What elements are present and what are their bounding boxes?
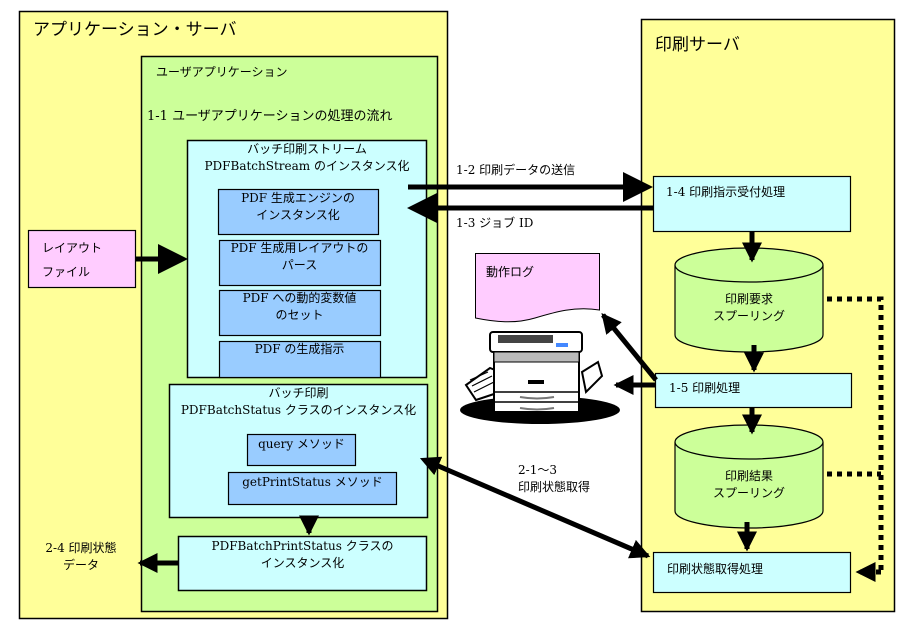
dotted-line-request-spool <box>827 296 884 572</box>
get-status-line2: 印刷状態取得 <box>518 480 591 494</box>
get-status-line1: 2-1～3 <box>518 463 557 477</box>
app-server-title: アプリケーション・サーバ <box>33 20 237 40</box>
step-3-line2: のセット <box>275 308 324 322</box>
operation-log-document <box>475 253 600 323</box>
arrow-print-to-log <box>601 313 658 382</box>
status-data-line2: データ <box>62 558 99 572</box>
arrow-get-print-status <box>419 456 651 559</box>
user-app-title: ユーザアプリケーション <box>156 65 288 79</box>
step-2-line2: パース <box>281 258 318 272</box>
batch-print-status-box <box>177 535 428 592</box>
result-spool-line1: 印刷結果 <box>724 469 773 483</box>
layout-file-box <box>27 229 137 289</box>
step-4-line1: PDF の生成指示 <box>254 342 345 356</box>
result-spool-label: 印刷結果 スプーリング <box>675 468 823 502</box>
request-spool-line2: スプーリング <box>712 309 785 323</box>
status-data-label: 2-4 印刷状態 データ <box>36 540 126 574</box>
print-server-title: 印刷サーバ <box>655 35 740 55</box>
step-box-4 <box>218 340 382 379</box>
layout-file-line2: ファイル <box>42 265 91 279</box>
layout-file-label: レイアウト ファイル <box>42 236 102 284</box>
step-3-line1: PDF への動的変数値 <box>242 291 357 305</box>
operation-log-label: 動作ログ <box>486 265 535 279</box>
step-1-line2: インスタンス化 <box>256 208 340 222</box>
batch-print-status-label: PDFBatchPrintStatus クラスの インスタンス化 <box>178 538 427 572</box>
batch-stream-line1: バッチ印刷ストリーム <box>247 142 367 156</box>
batch-status-line2: PDFBatchStatus クラスのインスタンス化 <box>180 403 417 417</box>
getprintstatus-method-label: getPrintStatus メソッド <box>242 475 383 489</box>
status-data-line1: 2-4 印刷状態 <box>45 541 117 555</box>
batch-status-line1: バッチ印刷 <box>268 386 329 400</box>
step-1-label: PDF 生成エンジンの インスタンス化 <box>218 190 378 224</box>
printer-icon <box>460 331 620 424</box>
print-process-box <box>654 372 853 409</box>
batch-status-title: バッチ印刷 PDFBatchStatus クラスのインスタンス化 <box>169 385 428 419</box>
status-process-box <box>652 551 852 594</box>
flow-label: 1-1 ユーザアプリケーションの処理の流れ <box>147 109 393 124</box>
batch-print-status-line1: PDFBatchPrintStatus クラスの <box>211 539 394 553</box>
step-3-label: PDF への動的変数値 のセット <box>219 290 380 324</box>
getprintstatus-method-box <box>227 471 398 506</box>
batch-print-status-line2: インスタンス化 <box>260 556 345 570</box>
result-spool-cylinder <box>674 424 824 529</box>
accept-process-label: 1-4 印刷指示受付処理 <box>666 185 786 199</box>
request-spool-line1: 印刷要求 <box>724 292 773 306</box>
step-4-label: PDF の生成指示 <box>219 341 380 358</box>
result-spool-line2: スプーリング <box>712 486 785 500</box>
layout-file-line1: レイアウト <box>42 241 103 255</box>
step-box-3 <box>218 289 382 337</box>
step-box-1 <box>217 188 380 236</box>
batch-stream-title: バッチ印刷ストリーム PDFBatchStream のインスタンス化 <box>187 141 427 175</box>
get-status-label: 2-1～3 印刷状態取得 <box>518 462 590 496</box>
send-print-data-label: 1-2 印刷データの送信 <box>456 163 576 177</box>
job-id-label: 1-3 ジョブ ID <box>456 216 534 230</box>
batch-stream-line2: PDFBatchStream のインスタンス化 <box>204 159 410 173</box>
step-2-label: PDF 生成用レイアウトの パース <box>219 240 380 274</box>
request-spool-label: 印刷要求 スプーリング <box>675 291 823 325</box>
step-2-line1: PDF 生成用レイアウトの <box>230 241 369 255</box>
status-process-label: 印刷状態取得処理 <box>667 562 764 576</box>
accept-process-box <box>652 175 852 233</box>
query-method-box <box>246 433 357 467</box>
print-process-label: 1-5 印刷処理 <box>669 381 741 395</box>
step-1-line1: PDF 生成エンジンの <box>241 191 355 205</box>
query-method-label: query メソッド <box>258 437 345 451</box>
step-box-2 <box>218 239 382 287</box>
